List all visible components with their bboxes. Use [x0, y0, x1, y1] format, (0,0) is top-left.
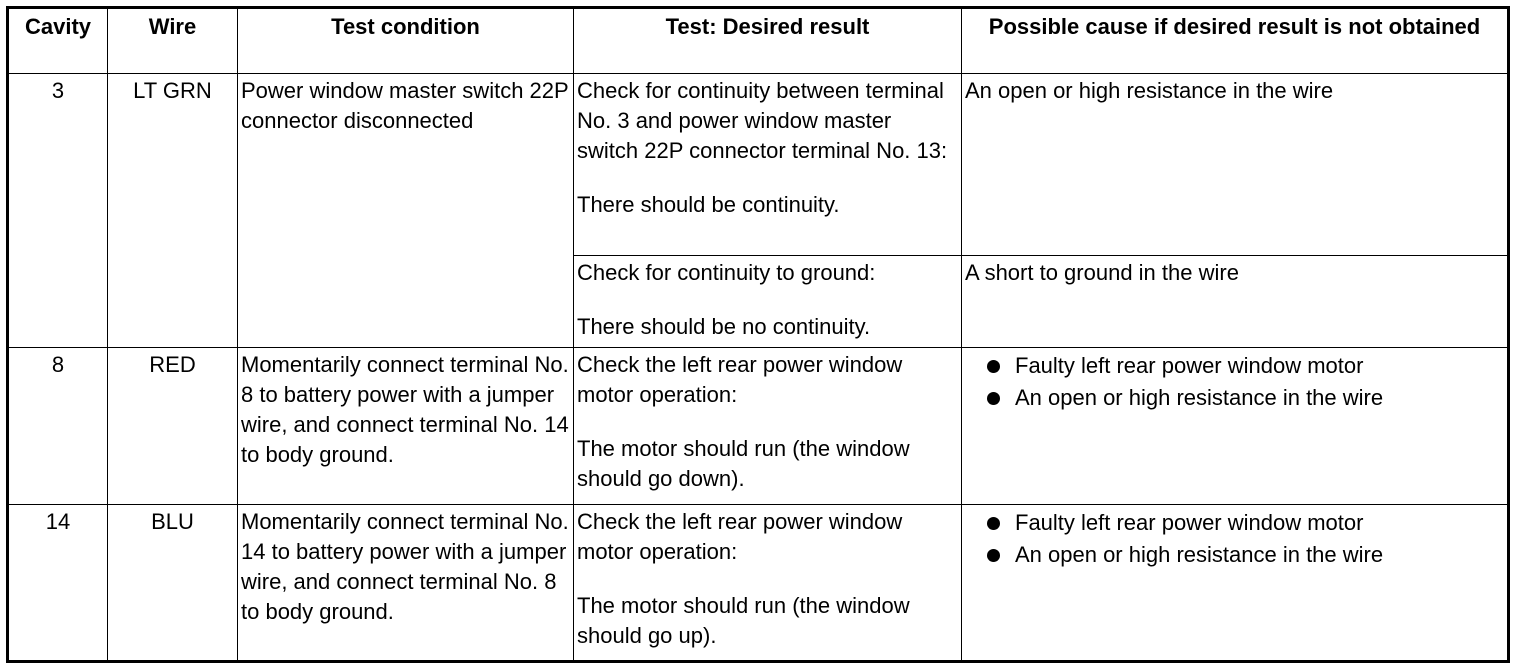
cause-text: Faulty left rear power window motor	[1015, 353, 1364, 378]
cause-text: Faulty left rear power window motor	[1015, 510, 1364, 535]
cause-cell: A short to ground in the wire	[961, 255, 1509, 348]
table-row: 14 BLU Momentarily connect terminal No. …	[7, 504, 1509, 662]
bullet-icon	[987, 549, 1000, 562]
condition-cell: Power window master switch 22P connector…	[237, 73, 574, 348]
cavity-cell: 3	[7, 73, 108, 348]
desired-result-cell: Check for continuity between terminal No…	[573, 73, 962, 256]
cause-item: Faulty left rear power window motor	[983, 350, 1504, 382]
condition-cell: Momentarily connect terminal No. 14 to b…	[237, 504, 574, 662]
condition-cell: Momentarily connect terminal No. 8 to ba…	[237, 347, 574, 505]
bullet-icon	[987, 360, 1000, 373]
result-text: There should be no continuity.	[577, 314, 871, 339]
header-row: Cavity Wire Test condition Test: Desired…	[7, 7, 1509, 74]
result-text: The motor should run (the window should …	[577, 436, 910, 491]
table-row: 3 LT GRN Power window master switch 22P …	[7, 73, 1509, 348]
test-table: Cavity Wire Test condition Test: Desired…	[6, 6, 1510, 663]
cause-item: An open or high resistance in the wire	[983, 539, 1504, 571]
result-text: There should be continuity.	[577, 192, 840, 217]
desired-result-cell: Check for continuity to ground: There sh…	[573, 255, 962, 348]
wire-cell: RED	[107, 347, 238, 505]
cause-cell: An open or high resistance in the wire	[961, 73, 1509, 256]
header-possible-cause: Possible cause if desired result is not …	[961, 7, 1509, 74]
wire-cell: BLU	[107, 504, 238, 662]
bullet-icon	[987, 517, 1000, 530]
cause-text: An open or high resistance in the wire	[1015, 385, 1384, 410]
table-row: 8 RED Momentarily connect terminal No. 8…	[7, 347, 1509, 505]
desired-result-cell: Check the left rear power window motor o…	[573, 504, 962, 662]
cause-list: Faulty left rear power window motor An o…	[965, 350, 1504, 414]
header-cavity: Cavity	[7, 7, 108, 74]
header-wire: Wire	[107, 7, 238, 74]
cause-cell: Faulty left rear power window motor An o…	[961, 347, 1509, 505]
cause-list: Faulty left rear power window motor An o…	[965, 507, 1504, 571]
bullet-icon	[987, 392, 1000, 405]
cause-item: An open or high resistance in the wire	[983, 382, 1504, 414]
header-desired-result: Test: Desired result	[573, 7, 962, 74]
desired-result-cell: Check the left rear power window motor o…	[573, 347, 962, 505]
check-text: Check for continuity between terminal No…	[577, 78, 948, 163]
check-text: Check the left rear power window motor o…	[577, 509, 903, 564]
wire-cell: LT GRN	[107, 73, 238, 348]
cause-cell: Faulty left rear power window motor An o…	[961, 504, 1509, 662]
check-text: Check for continuity to ground:	[577, 260, 876, 285]
header-test-condition: Test condition	[237, 7, 574, 74]
cause-text: An open or high resistance in the wire	[1015, 542, 1384, 567]
cause-item: Faulty left rear power window motor	[983, 507, 1504, 539]
cavity-cell: 14	[7, 504, 108, 662]
cavity-cell: 8	[7, 347, 108, 505]
check-text: Check the left rear power window motor o…	[577, 352, 903, 407]
result-text: The motor should run (the window should …	[577, 593, 910, 648]
